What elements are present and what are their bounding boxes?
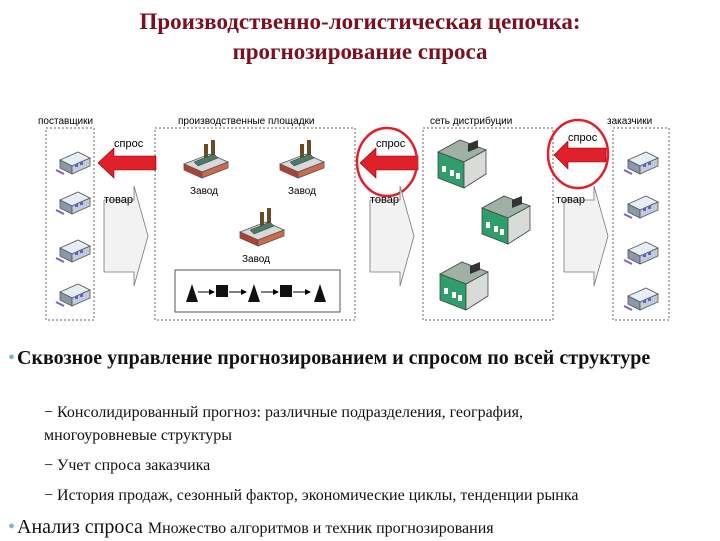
dash-icon: − xyxy=(44,404,58,421)
sub-item-consolidated: − Консолидированный прогноз: различные п… xyxy=(44,402,523,424)
column-label-production: производственные площадки xyxy=(178,116,315,127)
goods-arrow-icon xyxy=(369,185,415,287)
goods-arrow-icon xyxy=(103,185,149,287)
demand-label: спрос xyxy=(568,132,598,144)
customer-server-icon xyxy=(623,241,659,265)
supply-chain-diagram xyxy=(45,118,670,321)
customer-server-icon xyxy=(623,195,659,219)
sub-item-customer-demand: − Учет спроса заказчика xyxy=(44,455,210,477)
suppliers-box xyxy=(45,127,95,321)
supplier-server-icon xyxy=(55,239,91,263)
supplier-server-icon xyxy=(55,191,91,215)
bullet-end-to-end: •Сквозное управление прогнозированием и … xyxy=(8,345,708,371)
customer-server-icon xyxy=(623,287,659,311)
page-title-line1: Производственно-логистическая цепочка: xyxy=(139,9,581,34)
distribution-box xyxy=(422,127,554,321)
goods-label: товар xyxy=(370,194,399,206)
sub-item-text: Консолидированный прогноз: различные под… xyxy=(57,404,523,421)
customer-server-icon xyxy=(623,151,659,175)
column-label-customers: заказчики xyxy=(607,116,653,127)
demand-arrow-icon xyxy=(97,147,157,179)
sub-item-sales-history: − История продаж, сезонный фактор, эконо… xyxy=(44,485,578,507)
plant-label: Завод xyxy=(190,186,218,197)
highlight-circle xyxy=(546,118,610,190)
page-title-line2: прогнозирование спроса xyxy=(232,39,488,64)
supplier-server-icon xyxy=(55,151,91,175)
sub-item-text: Учет спроса заказчика xyxy=(57,457,211,474)
plant-icon xyxy=(183,139,229,179)
plant-icon xyxy=(239,207,285,247)
customers-box xyxy=(612,127,670,321)
warehouse-icon xyxy=(481,195,531,245)
process-flow-box xyxy=(174,269,341,313)
bullet-main-text: Анализ спроса xyxy=(17,516,143,538)
column-label-distribution: сеть дистрибуции xyxy=(430,116,513,127)
bullet-demand-analysis: •Анализ спроса Множество алгоритмов и те… xyxy=(8,515,494,541)
bullet-rest-text: Множество алгоритмов и техник прогнозиро… xyxy=(147,520,494,537)
goods-label: товар xyxy=(104,194,133,206)
supplier-server-icon xyxy=(55,283,91,307)
sub-item-text: История продаж, сезонный фактор, экономи… xyxy=(57,487,579,504)
sub-item-continuation: многоуровневые структуры xyxy=(44,427,233,444)
plant-label: Завод xyxy=(288,186,316,197)
production-box xyxy=(154,127,356,321)
goods-label: товар xyxy=(556,194,585,206)
bullet-icon: • xyxy=(8,347,16,369)
dash-icon: − xyxy=(44,457,58,474)
bullet-text: Сквозное управление прогнозированием и с… xyxy=(17,347,651,369)
warehouse-icon xyxy=(439,261,489,311)
dash-icon: − xyxy=(44,487,58,504)
highlight-circle xyxy=(355,126,419,198)
goods-arrow-icon xyxy=(563,185,609,287)
column-label-suppliers: поставщики xyxy=(38,116,94,127)
demand-label: спрос xyxy=(376,138,406,150)
demand-arrow-icon xyxy=(359,147,419,179)
plant-icon xyxy=(279,139,325,179)
process-flow-icon xyxy=(186,284,326,302)
demand-arrow-icon xyxy=(553,140,607,170)
bullet-icon: • xyxy=(8,516,16,538)
demand-label: спрос xyxy=(114,138,144,150)
warehouse-icon xyxy=(437,139,487,189)
plant-label: Завод xyxy=(242,254,270,265)
